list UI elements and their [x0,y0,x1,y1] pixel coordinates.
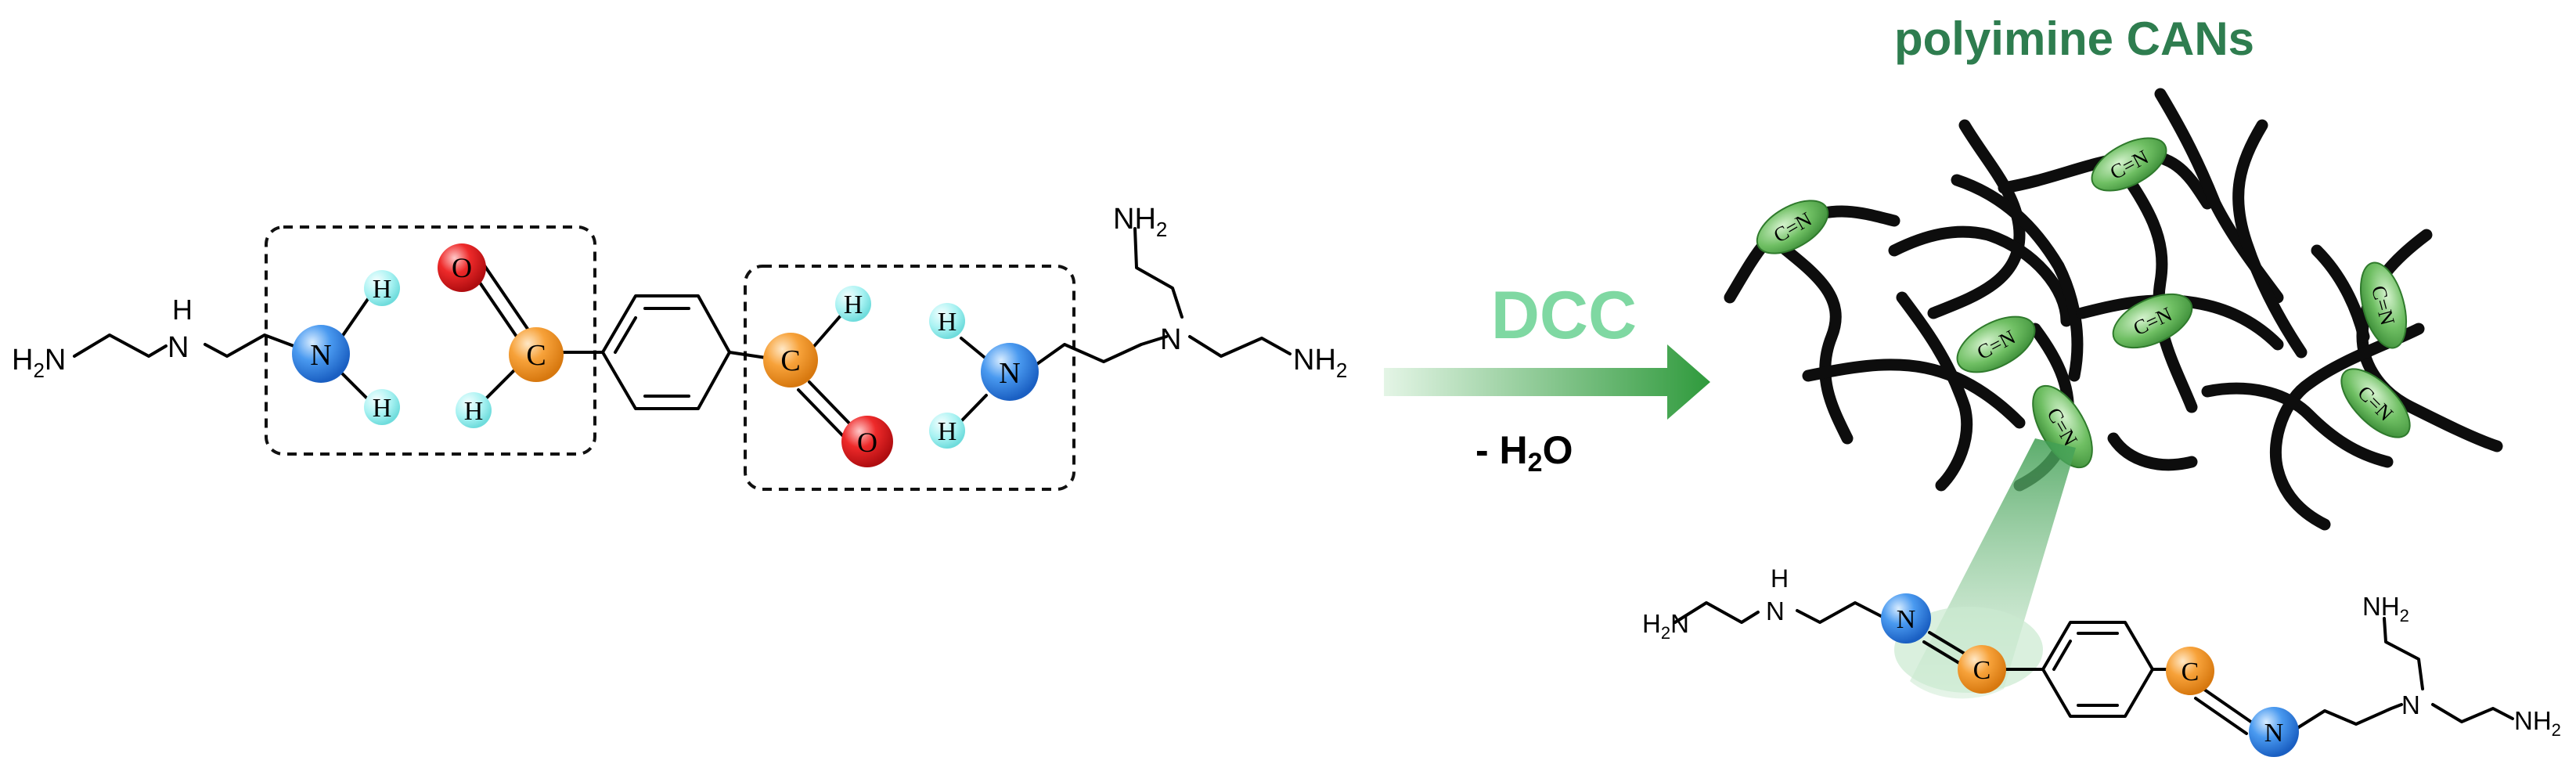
svg-text:H: H [464,397,484,426]
amine-label-left: H2N [12,344,66,382]
product-carbon-right: C [2166,647,2214,695]
left-chain-bonds [73,333,304,358]
product-amine-top: NH2 [2362,592,2409,625]
product-amine-left: H2N [1642,609,1689,643]
polymer-network [1724,88,2503,531]
dashed-box-right [744,265,1075,491]
imine-ellipse-5: C=N [2360,261,2407,349]
dcc-label: DCC [1491,278,1637,353]
product-nitrogen-left: N [1881,593,1931,643]
hydrogen-atom-2: H [364,389,400,425]
hydrogen-atom-6: H [929,413,965,449]
product-left-chain [1673,601,1884,624]
right-chain-bonds [1028,227,1292,371]
product-carbon-left: C [1958,645,2006,694]
imine-ellipse-4: C=N [2112,293,2193,349]
imine-ellipse-3: C=N [1956,315,2036,373]
aldehyde-bonds-left [468,258,604,402]
imine-ellipse-2: C=N [2091,137,2167,192]
product-molecule: H2N H N N C C N N NH2 NH2 [1642,564,2561,757]
product-tertiary-n: N [2401,690,2420,719]
svg-text:N: N [2264,719,2284,748]
product-imine-bond-left [1922,631,1966,665]
hydrogen-atom-4: H [835,286,871,322]
tertiary-amine-n: N [1160,323,1181,356]
product-imine-bond-right [2194,687,2256,735]
benzene-ring [601,294,731,410]
hydrogen-atom-1: H [364,270,400,306]
svg-text:C: C [526,339,546,372]
svg-text:H: H [373,394,392,423]
amine-label-right: NH2 [1293,344,1347,382]
svg-text:C: C [2181,658,2200,687]
hydrogen-atom-5: H [929,303,965,339]
arrow-shape [1384,344,1710,420]
amine-label-top: NH2 [1113,203,1167,241]
svg-text:O: O [452,252,472,283]
svg-text:H: H [373,275,392,304]
product-nitrogen-right: N [2249,707,2299,757]
reactant-scheme: H2N H N N H H O C H C [12,203,1347,491]
imine-ellipse-6: C=N [2340,368,2411,438]
svg-text:C: C [780,344,800,377]
svg-text:N: N [1897,605,1916,634]
nitrogen-atom-left: N [292,325,350,383]
svg-text:O: O [857,427,877,458]
nitrogen-atom-right: N [981,343,1039,401]
water-loss-label: - H2O [1475,428,1573,478]
svg-text:H: H [938,308,957,337]
imine-ellipse-1: C=N [1756,200,1829,254]
carbon-atom-left: C [509,327,564,382]
svg-text:H: H [844,290,863,319]
reaction-arrow: DCC - H2O [1384,278,1710,478]
product-right-chain [2296,617,2514,730]
product-secondary-n: N [1766,597,1785,625]
imine-bonds: C=N C=N C=N C=N C=N C=N C=N [1756,137,2411,469]
oxygen-atom-right: O [841,416,893,467]
dashed-box-left [265,225,596,456]
secondary-amine-h: H [172,294,193,326]
secondary-amine-n: N [168,331,189,364]
svg-text:C: C [1973,656,1991,685]
product-benzene-ring [2041,621,2154,718]
product-amine-right: NH2 [2514,706,2561,740]
svg-text:H: H [938,417,957,446]
oxygen-atom-left: O [438,243,486,292]
nh-bonds-right [960,337,989,423]
aldehyde-bonds-right [728,313,858,440]
network-title: polyimine CANs [1894,13,2254,65]
product-secondary-h: H [1771,564,1789,593]
svg-text:N: N [310,339,331,372]
product-benzene-inner [2052,632,2119,707]
svg-text:N: N [999,357,1020,390]
benzene-inner-bonds [614,307,690,398]
hydrogen-atom-3: H [456,392,492,428]
carbon-atom-right: C [763,333,818,388]
